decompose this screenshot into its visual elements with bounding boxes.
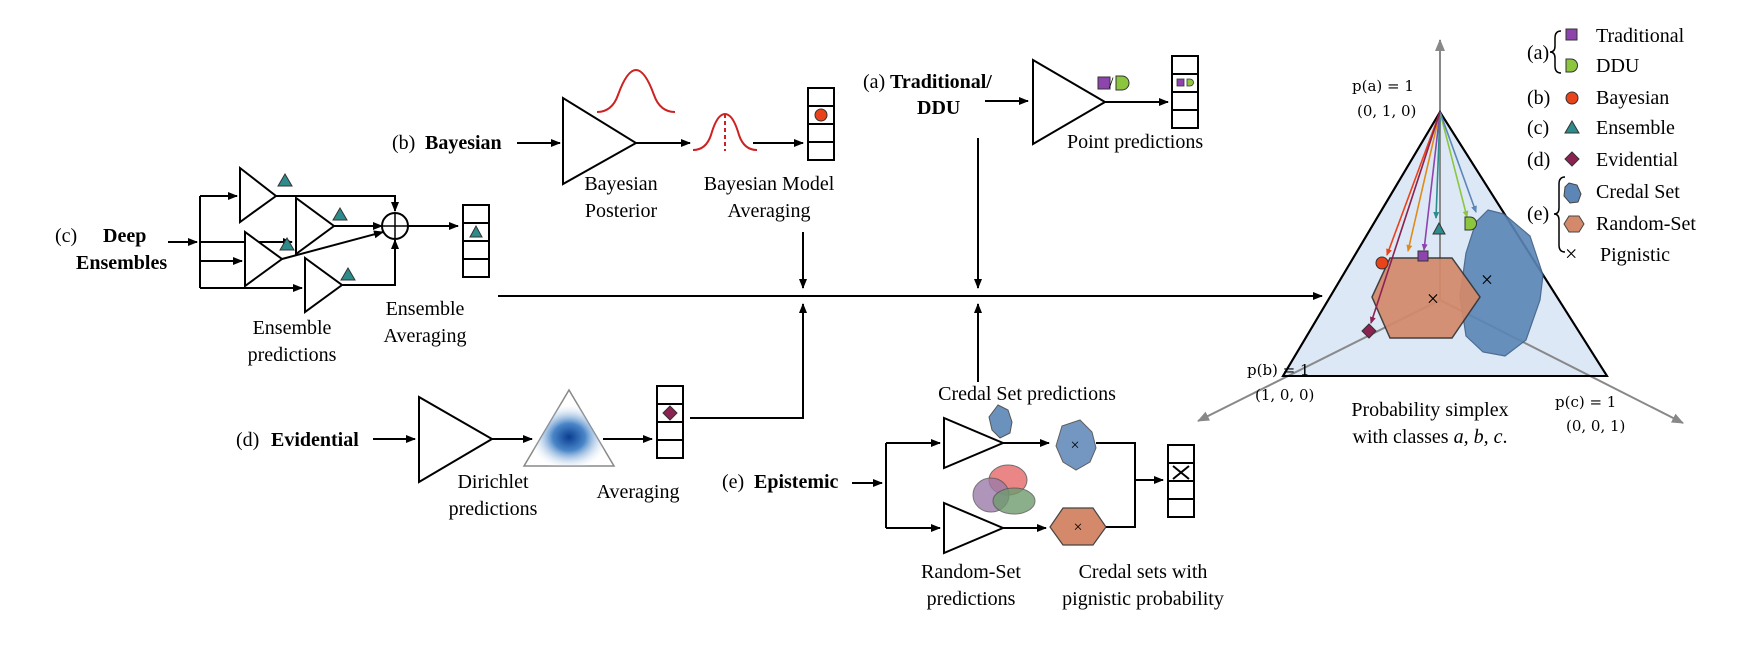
svg-text:predictions: predictions (248, 344, 337, 366)
branch-traditional: (a) Traditional/ DDU / Point predictions (863, 55, 1203, 289)
legend-random-set: Random-Set (1596, 213, 1696, 235)
svg-text:with classes a, b, c.: with classes a, b, c. (1353, 426, 1508, 448)
svg-text:(d): (d) (1527, 149, 1550, 171)
e-output-vector (1167, 444, 1195, 518)
svg-text:Posterior: Posterior (585, 200, 658, 222)
svg-text:×: × (1070, 437, 1079, 454)
svg-text:Credal sets with: Credal sets with (1079, 561, 1208, 583)
legend-credal-set: Credal Set (1596, 181, 1680, 203)
b-network (562, 96, 638, 186)
d-tag: (d) (236, 429, 259, 451)
pa-label: p(a) = 1 (1352, 77, 1414, 95)
svg-text:Probability simplex: Probability simplex (1351, 399, 1508, 421)
e-tag: (e) (722, 471, 744, 493)
legend-bayesian: Bayesian (1596, 87, 1669, 109)
svg-text:(0, 0, 1): (0, 0, 1) (1566, 417, 1625, 435)
b-title: Bayesian (425, 132, 502, 154)
legend: (a) Traditional DDU (b) Bayesian (c) Ens… (1527, 25, 1696, 266)
branch-evidential: (d) Evidential Dirichlet predictions Ave… (236, 303, 807, 520)
svg-text:Bayesian: Bayesian (584, 173, 657, 195)
a-title-2: DDU (917, 97, 960, 119)
simplex-random-set (1371, 257, 1481, 339)
svg-text:×: × (1427, 286, 1439, 311)
legend-evidential: Evidential (1596, 149, 1679, 171)
branch-bayesian: (b) Bayesian Bayesian Posterior Bayesian… (392, 68, 835, 289)
svg-text:predictions: predictions (927, 588, 1016, 610)
legend-traditional: Traditional (1596, 25, 1685, 47)
svg-text:(b): (b) (1527, 87, 1550, 109)
svg-text:Averaging: Averaging (728, 200, 811, 222)
svg-text:predictions: predictions (449, 498, 538, 520)
b-tag: (b) (392, 132, 415, 154)
dirichlet-icon (522, 388, 616, 467)
svg-text:(e): (e) (1527, 203, 1549, 225)
svg-text:(c): (c) (1527, 117, 1549, 139)
svg-text:(a): (a) (1527, 42, 1549, 64)
a-tag: (a) (863, 71, 885, 93)
svg-text:Deep: Deep (103, 225, 146, 247)
svg-text:Evidential: Evidential (271, 429, 359, 451)
diamond-icon (662, 405, 678, 421)
e-credal-network (943, 416, 1006, 470)
random-set-output-shape: × (1049, 507, 1107, 546)
legend-ddu: DDU (1596, 55, 1640, 77)
half-disc-icon (1115, 75, 1130, 91)
svg-text:Bayesian Model: Bayesian Model (704, 173, 835, 195)
svg-text:/: / (1109, 75, 1114, 92)
branch-ensembles: (c) Deep Ensembles (55, 165, 490, 366)
svg-text:Ensemble: Ensemble (386, 298, 465, 320)
svg-text:Ensembles: Ensembles (76, 252, 167, 274)
probability-simplex: × × p(a) = 1 (0, 1, 0) p(b) = 1 (1, 0, 0… (1197, 39, 1684, 448)
circle-icon (814, 108, 828, 122)
svg-text:Epistemic: Epistemic (754, 471, 839, 493)
svg-text:Ensemble: Ensemble (253, 317, 332, 339)
c-output-vector (462, 204, 490, 278)
gaussian-icon (596, 68, 676, 113)
svg-text:×: × (1481, 267, 1493, 292)
simplex-credal-set (1459, 209, 1544, 357)
svg-text:Dirichlet: Dirichlet (457, 471, 529, 493)
svg-text:×: × (1073, 519, 1082, 536)
cross-icon: × (1565, 241, 1577, 266)
pb-label: p(b) = 1 (1247, 361, 1310, 379)
d-network (418, 395, 494, 484)
e-rs-network (943, 501, 1006, 555)
a-output-vector (1171, 55, 1199, 129)
svg-text:Averaging: Averaging (597, 481, 680, 503)
pc-label: p(c) = 1 (1555, 393, 1616, 411)
legend-ensemble: Ensemble (1596, 117, 1675, 139)
branch-epistemic: Credal Set predictions (e) Epistemic × × (722, 303, 1224, 610)
b-output-vector (807, 87, 835, 161)
credal-output-shape: × (1055, 419, 1097, 471)
svg-text:(0, 1, 0): (0, 1, 0) (1357, 102, 1416, 120)
svg-text:Averaging: Averaging (384, 325, 467, 347)
svg-text:Random-Set: Random-Set (921, 561, 1021, 583)
svg-text:pignistic probability: pignistic probability (1062, 588, 1224, 610)
c-tag: (c) (55, 225, 77, 247)
svg-text:(1, 0, 0): (1, 0, 0) (1255, 386, 1314, 404)
d-output-vector (656, 385, 684, 459)
e-credal-preds-label: Credal Set predictions (938, 383, 1116, 405)
a-point-label: Point predictions (1067, 131, 1203, 153)
square-icon (1097, 76, 1111, 90)
a-network (1032, 58, 1107, 146)
legend-pignistic: Pignistic (1600, 244, 1670, 266)
sum-node (381, 212, 409, 240)
a-title: Traditional/ (890, 71, 992, 93)
polygon-icon (988, 404, 1013, 439)
triangle-icon (277, 173, 293, 187)
